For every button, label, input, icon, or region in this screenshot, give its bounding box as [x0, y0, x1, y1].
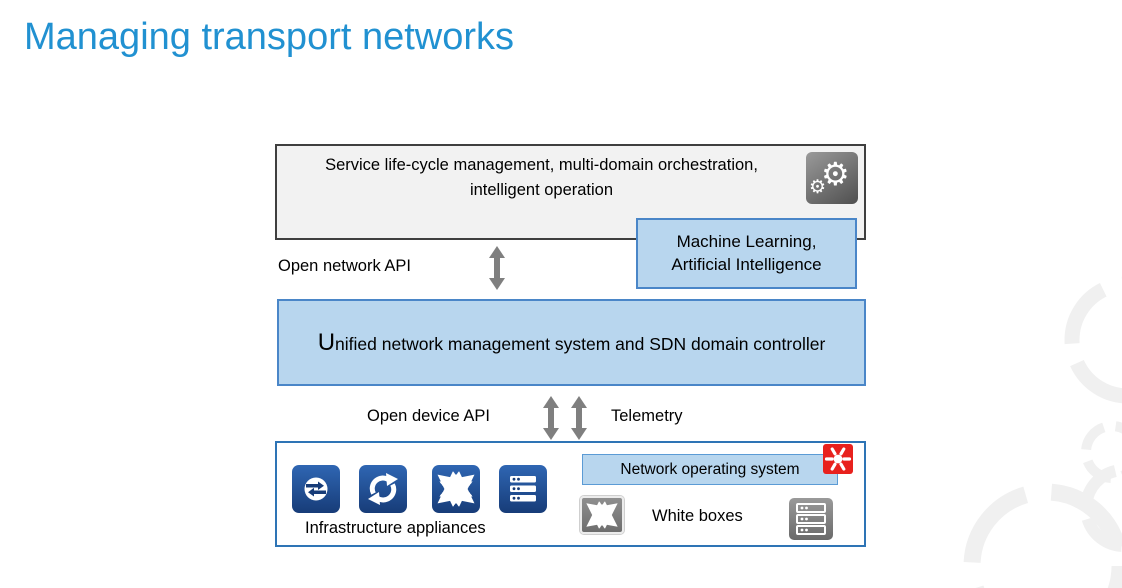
page-title: Managing transport networks	[24, 16, 515, 58]
vertical-double-arrow-icon	[489, 246, 505, 290]
unified-rest: nified network management system and SDN…	[335, 333, 826, 354]
service-lifecycle-line1: Service life-cycle management, multi-dom…	[325, 156, 758, 174]
switch-icon	[432, 465, 480, 513]
server-icon	[499, 465, 547, 513]
router-icon	[292, 465, 340, 513]
vertical-double-arrow-icon	[543, 396, 559, 440]
unified-nms-box: Unified network management system and SD…	[277, 299, 866, 386]
whitebox-server-icon	[789, 498, 833, 540]
nos-logo-icon	[823, 444, 853, 474]
ml-line2: Artificial Intelligence	[671, 254, 822, 274]
whitebox-switch-icon	[580, 496, 624, 534]
service-lifecycle-box: Service life-cycle management, multi-dom…	[275, 144, 866, 240]
infrastructure-box: Infrastructure appliances Network operat…	[275, 441, 866, 547]
gear-small-glyph: ⚙	[809, 177, 827, 198]
network-operating-system-box: Network operating system	[582, 454, 838, 485]
telemetry-label: Telemetry	[611, 407, 683, 425]
service-lifecycle-line2: intelligent operation	[469, 180, 614, 199]
vertical-double-arrow-icon	[571, 396, 587, 440]
gears-icon: ⚙ ⚙	[806, 152, 858, 204]
open-device-api-label: Open device API	[367, 407, 490, 425]
white-boxes-label: White boxes	[652, 507, 743, 525]
nos-label: Network operating system	[620, 460, 800, 478]
ml-line1: Machine Learning,	[676, 231, 817, 251]
unified-nms-text: Unified network management system and SD…	[318, 329, 826, 357]
unified-initial: U	[317, 328, 336, 356]
infrastructure-appliances-label: Infrastructure appliances	[305, 519, 486, 537]
gear-large-glyph: ⚙	[821, 156, 850, 192]
open-network-api-label: Open network API	[278, 257, 411, 275]
sync-icon	[359, 465, 407, 513]
machine-learning-box: Machine Learning, Artificial Intelligenc…	[636, 218, 857, 289]
